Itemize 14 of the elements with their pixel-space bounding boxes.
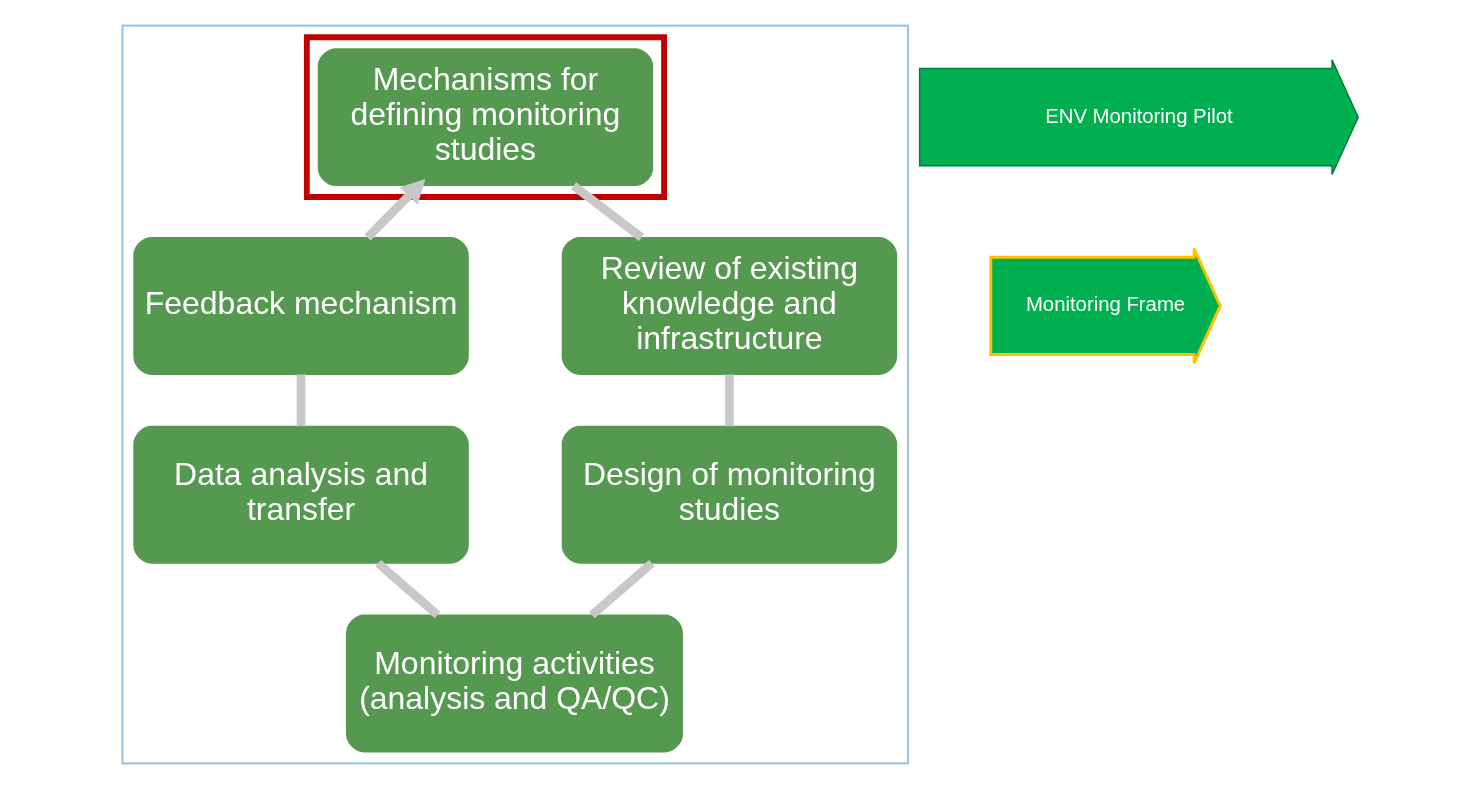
cluster bbox=[120, 24, 909, 765]
connector bbox=[724, 374, 734, 427]
node-box: Monitoring activities (analysis and QA/QC) bbox=[345, 614, 683, 753]
node-box: Mechanisms for defining monitoring studies bbox=[317, 48, 653, 187]
connector bbox=[296, 374, 305, 427]
arrow bbox=[363, 179, 425, 241]
connector bbox=[588, 559, 655, 619]
cluster bbox=[303, 34, 667, 200]
node-box: Data analysis and transfer bbox=[132, 425, 469, 564]
node-box: Review of existing knowledge and infrastructure bbox=[561, 236, 897, 375]
connector bbox=[570, 182, 644, 241]
node-box: Feedback mechanism bbox=[132, 236, 469, 375]
node-box: Design of monitoring studies bbox=[561, 425, 897, 564]
connector bbox=[374, 559, 440, 619]
